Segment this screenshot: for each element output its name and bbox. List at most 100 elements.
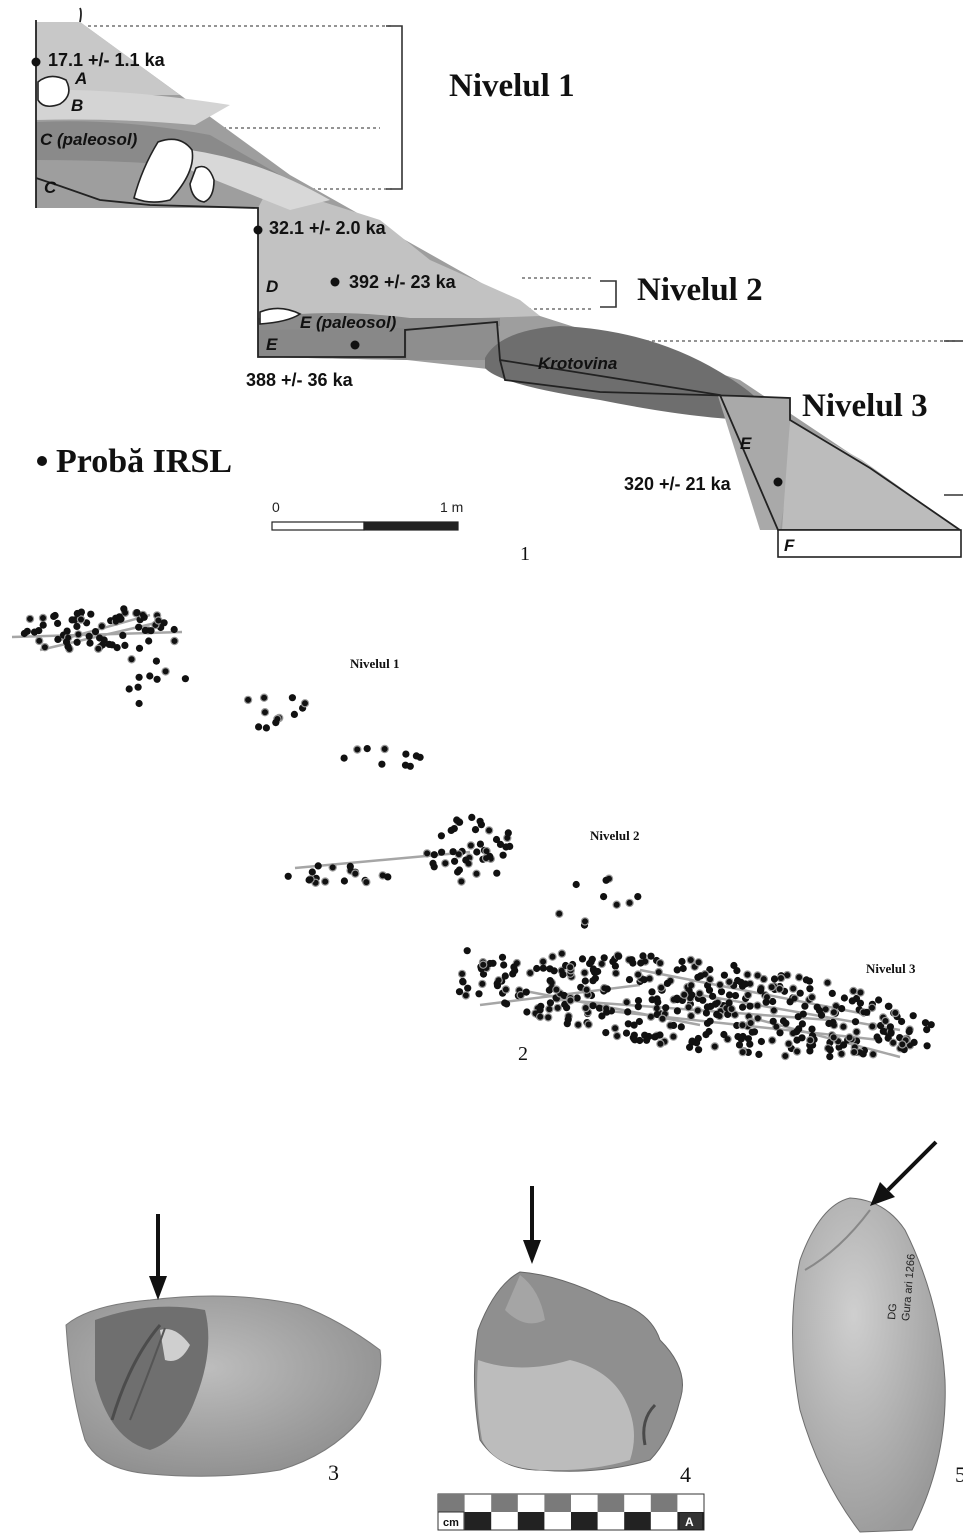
artefact-dot <box>678 957 686 966</box>
artefact-dot <box>886 1023 895 1031</box>
artefact-dot <box>91 628 100 636</box>
artefact-dots <box>20 605 935 1061</box>
artefact-dot <box>135 673 143 681</box>
scale-square <box>571 1512 598 1530</box>
artefact-dot <box>430 851 438 859</box>
artefact-dot <box>566 996 575 1005</box>
artefact-3-light-scar <box>160 1329 190 1361</box>
artefact-dot <box>656 958 665 968</box>
artefact-dot <box>910 1038 918 1046</box>
artefact-dot <box>738 1047 747 1057</box>
artefact-dot <box>635 1017 644 1026</box>
artefact-dot <box>705 986 714 994</box>
artefact-dot <box>639 952 647 960</box>
artefact-dot <box>686 1011 696 1021</box>
artefact-dot <box>402 750 410 758</box>
artefact-dot <box>784 1039 793 1049</box>
artefact-dot <box>905 1028 913 1036</box>
artefact-5-ridge <box>804 1209 871 1271</box>
artefact-dot <box>121 641 129 650</box>
artefact-dot <box>794 973 804 982</box>
artefact-dot <box>262 724 270 732</box>
artefact-dot <box>885 1002 893 1010</box>
artefact-dot <box>243 695 253 705</box>
artefact-dot <box>552 985 561 994</box>
artefact-dot <box>775 984 784 994</box>
artefact-dot <box>663 979 672 988</box>
artefact-dot <box>340 754 348 762</box>
artefact-dot <box>580 917 590 926</box>
artefact-dot <box>622 998 631 1007</box>
artefact-dot <box>688 991 696 999</box>
artefact-dot <box>492 835 501 844</box>
artefact-dot <box>609 958 617 966</box>
artefact-dot <box>713 1010 721 1019</box>
artefact-dot <box>127 655 136 664</box>
artefact-dot <box>580 968 589 977</box>
artefact-dot <box>305 876 313 884</box>
artefact-dot <box>634 893 642 901</box>
artefact-dot <box>849 986 858 996</box>
artefact-dot <box>703 1019 712 1027</box>
artefact-dot <box>715 980 725 990</box>
artefact-dot <box>589 977 597 985</box>
artefact-dot <box>786 998 794 1006</box>
artefact-dot <box>798 1020 807 1028</box>
artefact-dot <box>813 1003 821 1011</box>
artefact-dot <box>482 846 491 856</box>
artefact-dot <box>449 848 457 856</box>
artefact-dot <box>486 852 494 861</box>
artefact-dot <box>557 949 567 958</box>
artefact-dot <box>821 1005 830 1014</box>
layer-label-a: A <box>74 69 87 88</box>
artefact-dot <box>454 868 462 876</box>
artefact-dot <box>781 1051 790 1061</box>
artefact-dot <box>756 986 765 995</box>
artefact-dot <box>134 683 142 691</box>
artefact-dot <box>600 893 608 901</box>
artefact-dot <box>380 744 389 754</box>
profile-light-outer <box>36 22 180 95</box>
artefact-dot <box>673 1007 682 1015</box>
artefact-dot <box>677 1023 685 1031</box>
artefact-dot <box>447 826 455 835</box>
artefact-dot <box>653 1010 661 1019</box>
artefact-dot <box>145 637 153 645</box>
layer-label-e: E <box>266 335 278 354</box>
arrows <box>149 1140 938 1300</box>
artefact-dot <box>633 970 643 979</box>
artefact-dot <box>731 992 740 1000</box>
date-label-2: 32.1 +/- 2.0 ka <box>269 218 387 238</box>
artefact-dot <box>679 964 687 973</box>
artefact-dot <box>539 964 547 972</box>
artefact-dot <box>595 1004 604 1012</box>
profile-section <box>35 7 962 558</box>
artefact-dot <box>536 1012 545 1022</box>
artefact-3-ridge-2 <box>129 1327 166 1421</box>
scale-square <box>517 1512 545 1530</box>
artefact-dot <box>314 862 322 870</box>
artefact-dot <box>717 988 726 996</box>
date-label-5: 320 +/- 21 ka <box>624 474 732 494</box>
artefact-dot <box>73 622 81 631</box>
artefact-dot <box>703 1003 712 1011</box>
artefact-dot <box>284 872 292 880</box>
artefact-dot <box>654 998 662 1006</box>
artefact-dot <box>741 980 749 988</box>
layer-label-c-paleosol: C (paleosol) <box>40 130 138 149</box>
artefact-dot <box>489 959 497 967</box>
artefact-dot <box>622 1029 631 1037</box>
panel-number-2: 2 <box>518 1043 528 1065</box>
artefact-dot <box>744 1035 753 1043</box>
artefact-photos: DGGura ari 1266 3 4 5 <box>65 1140 963 1533</box>
artefact-dot <box>74 630 83 639</box>
scale-square <box>624 1512 651 1530</box>
irsl-sample-2 <box>253 225 263 235</box>
layer-label-e-paleosol: E (paleosol) <box>300 313 397 332</box>
scale-start: 0 <box>272 499 280 515</box>
artefact-dot <box>624 1008 632 1016</box>
artefact-dot <box>720 1030 728 1039</box>
photo-numbers: 3 4 5 <box>328 1460 963 1487</box>
artefact-5: DGGura ari 1266 <box>792 1197 946 1533</box>
artefact-dot <box>630 1021 638 1029</box>
